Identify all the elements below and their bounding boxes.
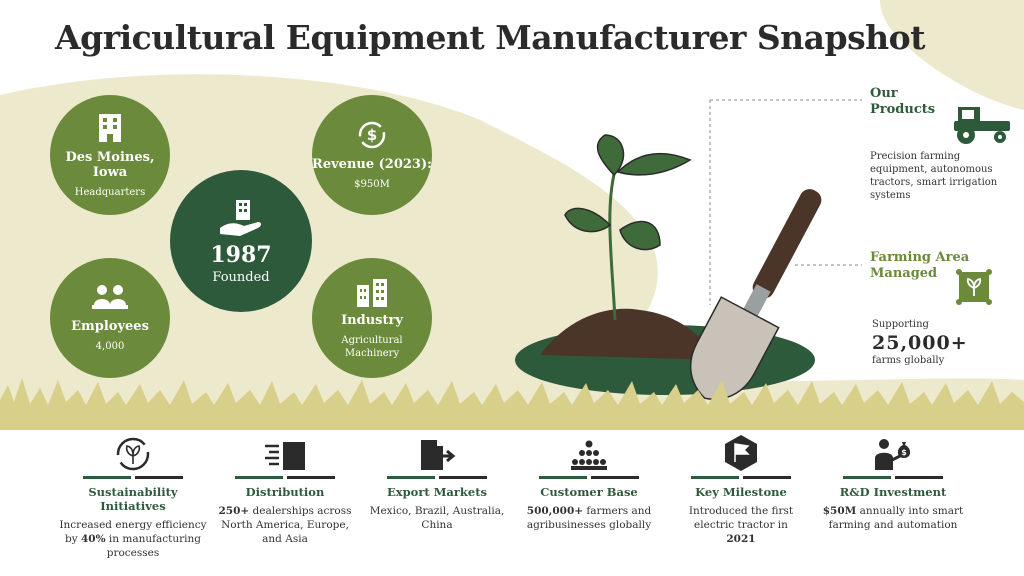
svg-text:$: $ bbox=[367, 126, 377, 144]
hq-heading: Des Moines, Iowa bbox=[65, 149, 155, 180]
b-title: R&D Investment bbox=[839, 485, 947, 499]
industry-circle: Industry Agricultural Machinery bbox=[312, 258, 432, 378]
industry-sub: Agricultural Machinery bbox=[341, 334, 403, 359]
founded-year: 1987 bbox=[210, 241, 272, 268]
b-title: Customer Base bbox=[540, 485, 638, 499]
revenue-sub: $950M bbox=[354, 179, 390, 190]
b-text: 500,000+ farmers and agribusinesses glob… bbox=[514, 504, 664, 532]
products-text: Precision farming equipment, autonomous … bbox=[870, 151, 998, 201]
bottom-item-sustainability: Sustainability Initiatives Increased ene… bbox=[58, 432, 208, 560]
b-text-bold: 500,000+ bbox=[526, 505, 584, 517]
bottom-item-rd: $ R&D Investment $50M annually into smar… bbox=[818, 432, 968, 532]
b-text-post: in manufacturing processes bbox=[105, 533, 201, 559]
b-text-bold: 250+ bbox=[218, 505, 250, 517]
farming-value: 25,000+ bbox=[872, 332, 968, 354]
bottom-item-customer-base: Customer Base 500,000+ farmers and agrib… bbox=[514, 432, 664, 532]
svg-text:$: $ bbox=[901, 448, 907, 457]
milestone-flag-icon bbox=[725, 435, 757, 471]
employees-circle: Employees 4,000 bbox=[50, 258, 170, 378]
industry-buildings-icon bbox=[357, 278, 387, 307]
b-text-post: dealerships across North America, Europe… bbox=[221, 505, 352, 545]
hand-building-icon bbox=[220, 199, 261, 236]
b-title: Distribution bbox=[245, 485, 325, 499]
b-text: Increased energy efficiency by 40% in ma… bbox=[58, 518, 208, 560]
b-text-post: annually into smart farming and automati… bbox=[828, 505, 964, 531]
b-text-bold: $50M bbox=[822, 505, 857, 517]
grass-strip bbox=[0, 378, 1024, 430]
employees-icon bbox=[92, 285, 128, 309]
hq-sub: Headquarters bbox=[74, 186, 146, 198]
b-text-post: farmers and agribusinesses globally bbox=[526, 505, 652, 531]
b-title: Sustainability Initiatives bbox=[88, 485, 178, 513]
customer-base-icon bbox=[571, 440, 607, 470]
seedling-plant bbox=[564, 134, 692, 321]
b-title: Key Milestone bbox=[695, 485, 787, 499]
b-text-pre: Introduced the first electric tractor in bbox=[688, 505, 794, 531]
bottom-item-export: Export Markets Mexico, Brazil, Australia… bbox=[362, 432, 512, 532]
revenue-cycle-icon: $ bbox=[358, 121, 386, 149]
investment-icon: $ bbox=[875, 439, 911, 470]
building-icon bbox=[99, 113, 121, 142]
employees-heading: Employees bbox=[71, 319, 149, 334]
page-title: Agricultural Equipment Manufacturer Snap… bbox=[55, 18, 925, 57]
b-text: $50M annually into smart farming and aut… bbox=[818, 504, 968, 532]
b-text-bold: 40% bbox=[80, 533, 106, 545]
employees-sub: 4,000 bbox=[95, 341, 125, 352]
farming-heading: Farming Area Managed bbox=[870, 250, 970, 281]
b-text-pre: Mexico, Brazil, Australia, China bbox=[369, 505, 505, 531]
distribution-icon bbox=[265, 442, 305, 470]
products-heading: Our Products bbox=[870, 86, 936, 117]
bottom-item-distribution: Distribution 250+ dealerships across Nor… bbox=[210, 432, 360, 546]
bottom-item-milestone: Key Milestone Introduced the first elect… bbox=[666, 432, 816, 546]
farm-area-icon bbox=[956, 269, 992, 305]
tractor-icon bbox=[954, 107, 1010, 144]
export-icon bbox=[421, 440, 456, 470]
revenue-circle: $ Revenue (2023): $950M bbox=[312, 95, 432, 215]
b-text: Mexico, Brazil, Australia, China bbox=[362, 504, 512, 532]
shovel bbox=[689, 189, 822, 400]
sustainability-icon bbox=[116, 437, 150, 471]
headquarters-circle: Des Moines, Iowa Headquarters bbox=[50, 95, 170, 215]
b-text-bold: 2021 bbox=[726, 533, 756, 545]
founded-label: Founded bbox=[212, 269, 270, 285]
founded-circle: 1987 Founded bbox=[170, 170, 312, 312]
b-text: Introduced the first electric tractor in… bbox=[686, 504, 796, 546]
b-text: 250+ dealerships across North America, E… bbox=[210, 504, 360, 546]
revenue-heading: Revenue (2023): bbox=[312, 157, 432, 172]
b-title: Export Markets bbox=[386, 485, 488, 499]
b-text-pre: Increased energy efficiency by bbox=[59, 519, 207, 545]
industry-heading: Industry bbox=[341, 312, 403, 328]
farming-suffix: farms globally bbox=[872, 355, 945, 366]
farming-prefix: Supporting bbox=[872, 319, 929, 330]
